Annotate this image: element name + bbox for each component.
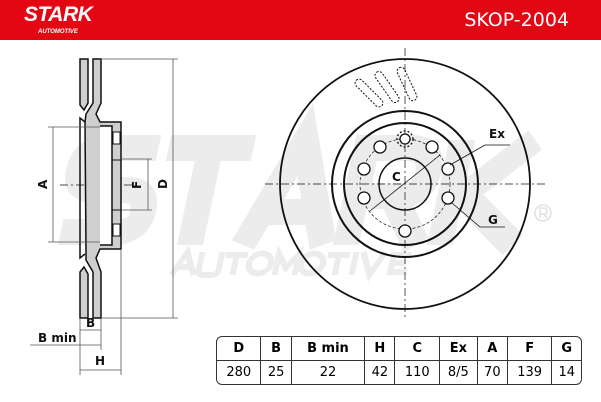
label-a: A <box>36 179 50 189</box>
header-g: G <box>552 337 581 361</box>
value-f: 139 <box>508 361 553 384</box>
header-f: F <box>507 337 553 361</box>
brand-logo-sub: AUTOMOTIVE <box>38 29 78 35</box>
spec-value-row: 280 25 22 42 110 8/5 70 139 14 <box>217 361 581 384</box>
label-h: H <box>95 354 105 368</box>
label-f: F <box>130 181 144 189</box>
side-dimensions <box>30 58 178 375</box>
label-b: B <box>86 316 95 330</box>
label-ex: Ex <box>489 127 505 141</box>
header-h: H <box>365 337 396 361</box>
value-d: 280 <box>217 361 262 384</box>
label-b-min: B min <box>38 331 76 345</box>
watermark-main-shape <box>57 103 542 255</box>
header-d: D <box>217 337 262 361</box>
value-a: 70 <box>478 361 508 384</box>
brand-logo: STARK <box>24 3 93 26</box>
spec-header-row: D B B min H C Ex A F G <box>217 337 581 361</box>
watermark-sub-shape <box>169 244 412 282</box>
value-h: 42 <box>365 361 396 384</box>
label-c: C <box>392 170 401 184</box>
value-ex: 8/5 <box>440 361 478 384</box>
header-bar: STARK AUTOMOTIVE SKOP-2004 <box>0 0 601 40</box>
watermark-registered-shape <box>534 204 552 222</box>
header-c: C <box>395 337 440 361</box>
part-number: SKOP-2004 <box>464 9 569 31</box>
label-d: D <box>156 179 170 189</box>
disc-side-view <box>60 58 135 319</box>
spec-table: D B B min H C Ex A F G 280 25 22 42 110 … <box>216 336 582 385</box>
watermark-logo <box>57 103 552 282</box>
value-b-min: 22 <box>292 361 366 384</box>
value-c: 110 <box>395 361 440 384</box>
header-a: A <box>477 337 508 361</box>
value-g: 14 <box>558 365 575 380</box>
header-b-min: B min <box>291 337 366 361</box>
label-g: G <box>488 213 498 227</box>
header-ex: Ex <box>439 337 478 361</box>
disc-front-view <box>265 48 548 320</box>
value-b: 25 <box>261 361 292 384</box>
header-b: B <box>261 337 292 361</box>
